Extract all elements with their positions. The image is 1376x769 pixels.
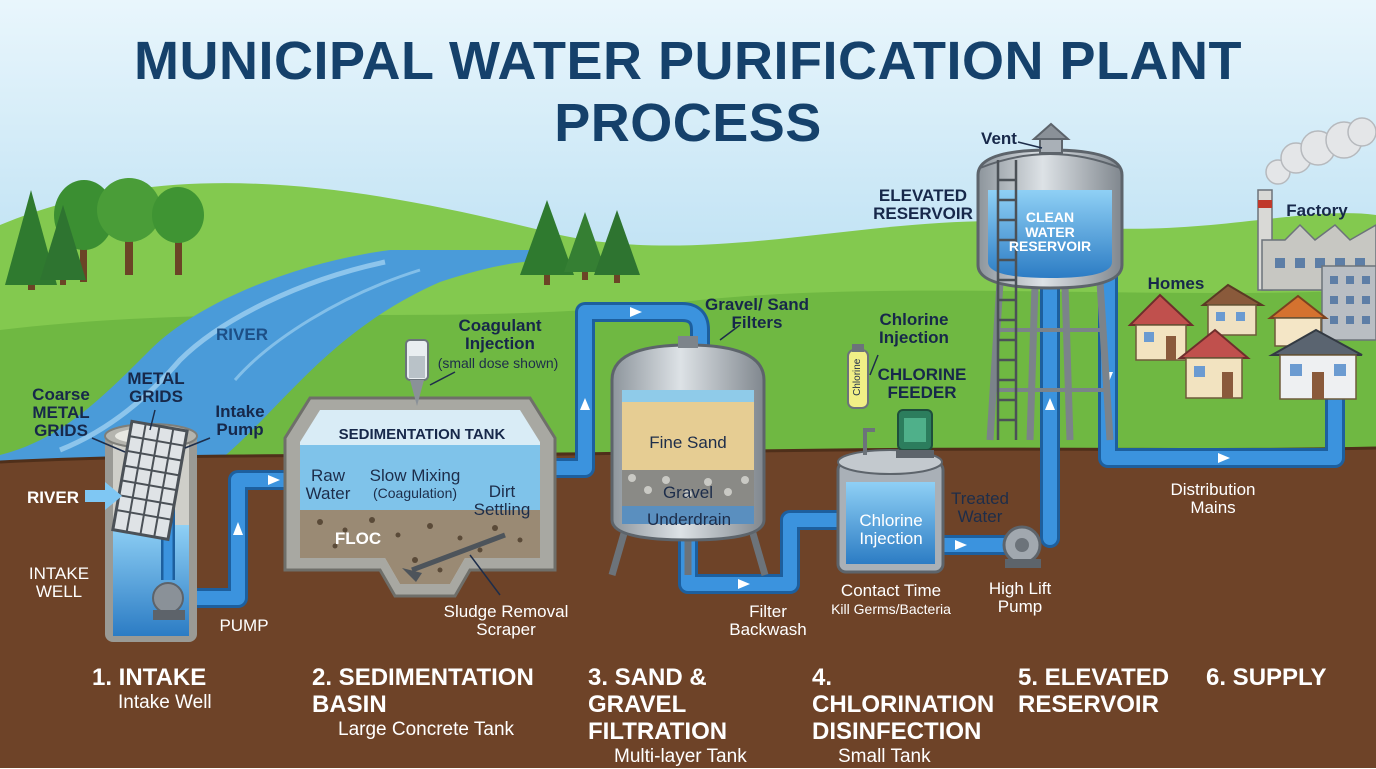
step-3-title: 3. SAND & GRAVEL FILTRATION bbox=[588, 664, 728, 745]
river-label-top: RIVER bbox=[216, 325, 268, 344]
chlorine-injection-tank-label: Chlorine Injection bbox=[859, 511, 923, 548]
river-inflow-arrow bbox=[85, 482, 122, 510]
river-label-left: RIVER bbox=[27, 488, 79, 507]
high-lift-pump-label: High Lift Pump bbox=[988, 579, 1052, 616]
chlorine-bottle-label: Chlorine bbox=[851, 358, 863, 396]
pointer-lines bbox=[91, 141, 1043, 596]
coarse-grids-label: Coarse METAL GRIDS bbox=[32, 385, 90, 440]
reservoir-ladder bbox=[996, 160, 1018, 440]
intake-well-label: INTAKE WELL bbox=[28, 564, 90, 601]
pump-label: PUMP bbox=[219, 616, 269, 635]
coagulant-injection-label: Coagulant Injection bbox=[458, 316, 542, 353]
dirt-settling-label: Dirt Settling bbox=[473, 482, 531, 519]
sludge-scraper-label: Sludge Removal Scraper bbox=[443, 602, 569, 639]
intake-pump-label: Intake Pump bbox=[215, 402, 265, 439]
floc-label: FLOC bbox=[334, 529, 382, 548]
step-2-sub: Large Concrete Tank bbox=[338, 719, 515, 740]
distribution-mains-label: Distribution Mains bbox=[1170, 480, 1256, 517]
chlorine-feeder-label: CHLORINE FEEDER bbox=[877, 365, 967, 402]
factory bbox=[1257, 189, 1376, 341]
elevated-reservoir bbox=[976, 122, 1124, 441]
metal-grids-label: METAL GRIDS bbox=[127, 369, 185, 406]
metal-grid bbox=[111, 419, 189, 542]
factory-smoke bbox=[1265, 117, 1376, 185]
coagulant-dropper bbox=[405, 339, 429, 406]
step-1-sub: Intake Well bbox=[118, 692, 212, 713]
factory-label: Factory bbox=[1286, 201, 1348, 220]
trees-left bbox=[5, 178, 204, 290]
kill-germs-label: Kill Germs/Bacteria bbox=[831, 601, 951, 617]
homes-label: Homes bbox=[1147, 274, 1205, 293]
step-1: 1. INTAKE Intake Well bbox=[92, 664, 302, 715]
filter-tank bbox=[608, 336, 769, 576]
step-3: 3. SAND & GRAVEL FILTRATION Multi-layer … bbox=[588, 664, 808, 769]
step-4-title: 4. CHLORINATION DISINFECTION bbox=[812, 664, 995, 745]
step-4: 4. CHLORINATION DISINFECTION Small Tank bbox=[812, 664, 1017, 769]
step-5: 5. ELEVATED RESERVOIR bbox=[1018, 664, 1193, 718]
chlorine-feeder bbox=[896, 409, 934, 458]
step-3-sub: Multi-layer Tank bbox=[614, 746, 747, 767]
elevated-reservoir-label: ELEVATED RESERVOIR bbox=[873, 186, 973, 223]
chlorine-bottle bbox=[847, 344, 869, 409]
high-lift-pump bbox=[1002, 525, 1042, 568]
step-2: 2. SEDIMENTATION BASIN Large Concrete Ta… bbox=[312, 664, 562, 742]
filter-backwash-label: Filter Backwash bbox=[729, 602, 807, 639]
raw-water-label: Raw Water bbox=[305, 466, 351, 503]
coagulant-note-label: (small dose shown) bbox=[437, 355, 559, 371]
gravel-sand-filters-label: Gravel/ Sand Filters bbox=[705, 295, 809, 332]
clean-water-reservoir-label: CLEAN WATER RESERVOIR bbox=[1008, 209, 1092, 255]
step-4-sub: Small Tank bbox=[838, 746, 931, 767]
step-1-title: 1. INTAKE bbox=[92, 664, 207, 691]
fine-sand-label: Fine Sand bbox=[649, 433, 727, 452]
trees-middle bbox=[520, 200, 640, 285]
step-6: 6. SUPPLY bbox=[1206, 664, 1356, 691]
step-6-title: 6. SUPPLY bbox=[1206, 664, 1327, 691]
chlorine-injection-top-label: Chlorine Injection bbox=[879, 310, 949, 347]
slow-mixing-label: Slow Mixing bbox=[369, 466, 461, 485]
contact-time-label: Contact Time bbox=[840, 581, 942, 600]
sedimentation-tank-label: SEDIMENTATION TANK bbox=[338, 426, 506, 443]
treated-water-label: Treated Water bbox=[951, 489, 1009, 526]
step-5-title: 5. ELEVATED RESERVOIR bbox=[1018, 664, 1170, 718]
coagulation-label: (Coagulation) bbox=[372, 485, 458, 501]
gravel-label: Gravel bbox=[662, 483, 714, 502]
page-title: MUNICIPAL WATER PURIFICATION PLANT PROCE… bbox=[134, 31, 1242, 153]
vent-label: Vent bbox=[981, 129, 1017, 148]
homes bbox=[1127, 283, 1363, 400]
step-2-title: 2. SEDIMENTATION BASIN bbox=[312, 664, 534, 718]
sedimentation-tank bbox=[283, 396, 557, 598]
underdrain-label: Underdrain bbox=[646, 510, 732, 529]
